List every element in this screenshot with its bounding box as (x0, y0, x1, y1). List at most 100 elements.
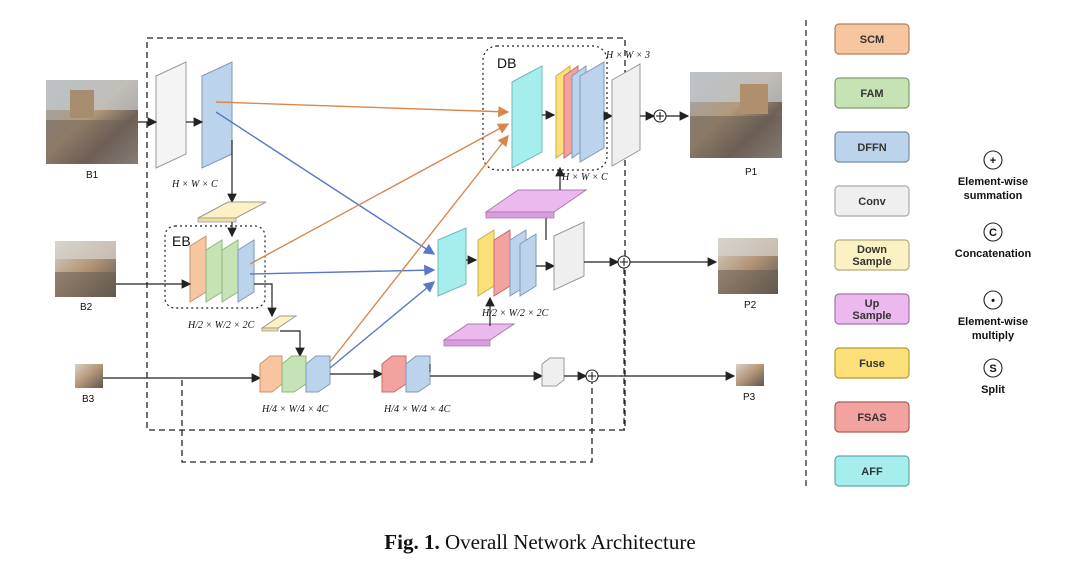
conv-block-level1-out (611, 63, 641, 167)
symbol-glyph: C (989, 227, 997, 239)
dffn-block-level3-dec (405, 355, 431, 393)
dffn-block-level2-dec-2 (519, 233, 537, 297)
output-label-p3: P3 (743, 392, 756, 403)
legend-item-fuse: Fuse (834, 347, 910, 379)
skip-orange-l3-l1 (329, 134, 509, 363)
skip-orange-l1-l1 (215, 101, 510, 118)
legend-label: Fuse (859, 358, 885, 370)
legend-item-dffn: DFFN (834, 131, 910, 163)
symbol-item-3: S Split (981, 358, 1005, 396)
symbol-label: Element-wise (958, 176, 1028, 188)
db-label: DB (497, 55, 516, 71)
scm-block-eb (189, 235, 207, 303)
legend-label: Conv (858, 196, 886, 208)
dffn-block-level3-enc (305, 355, 331, 393)
legend-item-scm: SCM (834, 23, 910, 55)
dim-label-quarter-4c-dec: H/4 × W/4 × 4C (383, 404, 451, 415)
dffn-block-level1-enc (201, 61, 233, 169)
arrow-eb-down (254, 283, 277, 318)
sum-node-level2 (617, 255, 631, 269)
outer-dashed-frame (146, 37, 626, 431)
output-label-p1: P1 (745, 167, 758, 178)
aff-block-level1 (511, 65, 543, 169)
fam-block-eb-2 (221, 239, 239, 303)
dffn-block-eb (237, 239, 255, 303)
upsample-block-level2 (484, 189, 588, 219)
sum-node-level3 (585, 369, 599, 383)
legend-label: FAM (860, 88, 883, 100)
input-label-b2: B2 (80, 302, 93, 313)
scm-block-level3 (259, 355, 283, 393)
conv-block-level2-out (553, 221, 585, 291)
fam-block-level3 (281, 355, 307, 393)
symbol-item-2: • Element-wise multiply (958, 290, 1028, 342)
sum-node-level1 (653, 109, 667, 123)
caption-prefix: Fig. 1. (384, 530, 440, 554)
skip-blue-l2-l2 (249, 264, 436, 276)
symbol-label: multiply (972, 330, 1015, 342)
legend-item-fsas: FSAS (834, 401, 910, 433)
downsample-block-level2 (260, 315, 298, 332)
symbol-item-0: + Element-wise summation (958, 150, 1028, 202)
db-group-frame (482, 45, 608, 171)
upsample-block-level3 (442, 323, 516, 347)
conv-block-level1-in (155, 61, 187, 169)
fsas-block-level2 (493, 229, 511, 297)
input-label-b3: B3 (82, 394, 95, 405)
skip-dashed-path (181, 380, 593, 463)
output-image-p1 (690, 72, 782, 158)
dim-label-hw3: H × W × 3 (605, 50, 650, 61)
fam-block-eb (205, 239, 223, 303)
input-image-b1 (46, 80, 138, 164)
input-label-b1: B1 (86, 170, 99, 181)
dim-label-half-2c-enc: H/2 × W/2 × 2C (187, 320, 255, 331)
legend-item-fam: FAM (834, 77, 910, 109)
legend: SCMFAMDFFNConvDownSampleUpSampleFuseFSAS… (834, 23, 910, 487)
dim-label-half-2c-dec: H/2 × W/2 × 2C (481, 308, 549, 319)
figure-caption: Fig. 1. Overall Network Architecture (0, 530, 1080, 555)
legend-label: Sample (852, 256, 891, 268)
symbol-label: Concatenation (955, 248, 1032, 260)
eb-group-frame (164, 225, 266, 309)
legend-label: FSAS (857, 412, 886, 424)
legend-label: Up (865, 298, 880, 310)
dim-label-quarter-4c-enc: H/4 × W/4 × 4C (261, 404, 329, 415)
legend-item-conv: Conv (834, 185, 910, 217)
output-label-p2: P2 (744, 300, 757, 311)
legend-item-aff: AFF (834, 455, 910, 487)
symbol-label: summation (964, 190, 1023, 202)
legend-label: DFFN (857, 142, 886, 154)
eb-label: EB (172, 233, 191, 249)
skip-blue-l3-l2 (329, 281, 436, 369)
skip-blue-l1-l2 (215, 111, 436, 255)
conv-block-level3-out (541, 357, 565, 387)
symbol-glyph: + (990, 155, 996, 167)
legend-label: Down (857, 244, 887, 256)
dffn-block-level1-dec-2 (579, 61, 605, 163)
symbol-glyph: S (989, 363, 996, 375)
input-image-b3 (75, 364, 103, 388)
downsample-block-level1 (197, 201, 267, 223)
legend-label: Sample (852, 310, 891, 322)
output-image-p3 (736, 364, 764, 386)
aff-block-level2 (437, 227, 467, 297)
output-image-p2 (718, 238, 778, 294)
dim-label-hwc-out: H × W × C (561, 172, 608, 183)
symbol-label: Split (981, 384, 1005, 396)
dim-label-hwc: H × W × C (171, 179, 218, 190)
legend-label: SCM (860, 34, 884, 46)
skip-orange-l2-l1 (249, 123, 510, 265)
legend-label: AFF (861, 466, 883, 478)
fuse-block-level2 (477, 229, 495, 297)
symbol-item-1: C Concatenation (955, 222, 1032, 260)
arrow-down-level3 (280, 330, 305, 358)
input-image-b2 (55, 241, 116, 297)
symbol-glyph: • (991, 295, 995, 307)
caption-title: Overall Network Architecture (444, 530, 696, 554)
fsas-block-level3 (381, 355, 407, 393)
symbol-label: Element-wise (958, 316, 1028, 328)
